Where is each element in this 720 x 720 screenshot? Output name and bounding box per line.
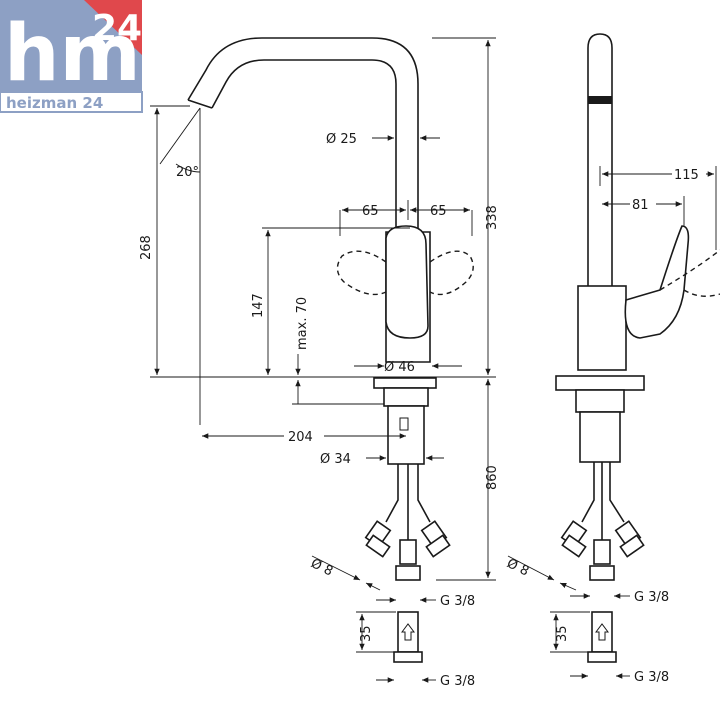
logo-red-corner <box>84 0 142 55</box>
dim-shank-diameter: Ø 34 <box>320 452 351 467</box>
spout-tube-inner <box>211 59 397 232</box>
lever-handle <box>385 225 429 339</box>
mounting-shank <box>387 405 425 465</box>
front-dimensions: 268 338 Ø 25 20° 65 65 147 max. 70 Ø 46 <box>139 37 500 689</box>
dim-lever-height: 147 <box>251 293 266 318</box>
logo-number: 24 <box>92 8 142 49</box>
side-dimensions: 115 81 Ø 8 G 3/8 35 G 3/8 <box>504 164 717 685</box>
dim-base-diameter: Ø 46 <box>384 360 415 375</box>
side-view <box>555 33 720 663</box>
dim-hose-diameter: Ø 8 <box>308 556 335 579</box>
side-spout-aerator <box>588 96 612 104</box>
base-plate <box>373 377 437 389</box>
logo-brand-text: heizman 24 <box>6 94 103 112</box>
dim-max-opening: max. 70 <box>295 297 310 350</box>
dim-connector-thread: G 3/8 <box>440 674 475 689</box>
side-lever <box>624 225 690 339</box>
dim-side-connector-thread: G 3/8 <box>634 670 669 685</box>
connector-piece <box>393 611 423 663</box>
dim-side-connector-length: 35 <box>555 625 570 642</box>
dim-height-total: 338 <box>485 205 500 230</box>
hose-fitting-middle <box>395 539 421 581</box>
hose-left <box>385 464 399 523</box>
dim-hose-thread: G 3/8 <box>440 594 475 609</box>
side-body <box>577 285 627 371</box>
dim-lever-left: 65 <box>362 204 379 219</box>
side-spout <box>587 33 613 286</box>
side-shank-top <box>575 389 625 413</box>
hose-right <box>417 464 431 523</box>
lever-right-position <box>429 250 474 296</box>
hose-fitting-right <box>420 520 451 558</box>
lever-left-position <box>336 250 387 296</box>
brand-logo: hm 24 heizman 24 <box>0 0 143 113</box>
dim-side-reach-lever: 81 <box>632 198 649 213</box>
side-hose-right <box>609 462 625 523</box>
dim-side-hose-thread: G 3/8 <box>634 590 669 605</box>
dim-side-reach-total: 115 <box>674 168 699 183</box>
threaded-shank-top <box>383 387 429 407</box>
dim-swivel-angle: 20° <box>176 165 199 180</box>
hose-fitting-left <box>364 520 392 558</box>
dim-connector-length: 35 <box>359 625 374 642</box>
side-connector-piece <box>587 611 617 663</box>
dim-hose-length: 860 <box>485 465 500 490</box>
dim-height-spout: 268 <box>139 235 154 260</box>
logo-mark: hm <box>4 9 141 99</box>
dim-spout-diameter: Ø 25 <box>326 132 357 147</box>
side-lever-raised <box>659 249 720 297</box>
dim-lever-right: 65 <box>430 204 447 219</box>
spout-tube <box>187 37 419 232</box>
side-base-plate <box>555 375 645 391</box>
side-shank <box>579 411 621 463</box>
dim-reach: 204 <box>288 430 313 445</box>
side-hose-left <box>581 462 595 523</box>
dim-side-hose-diameter: Ø 8 <box>504 556 531 579</box>
